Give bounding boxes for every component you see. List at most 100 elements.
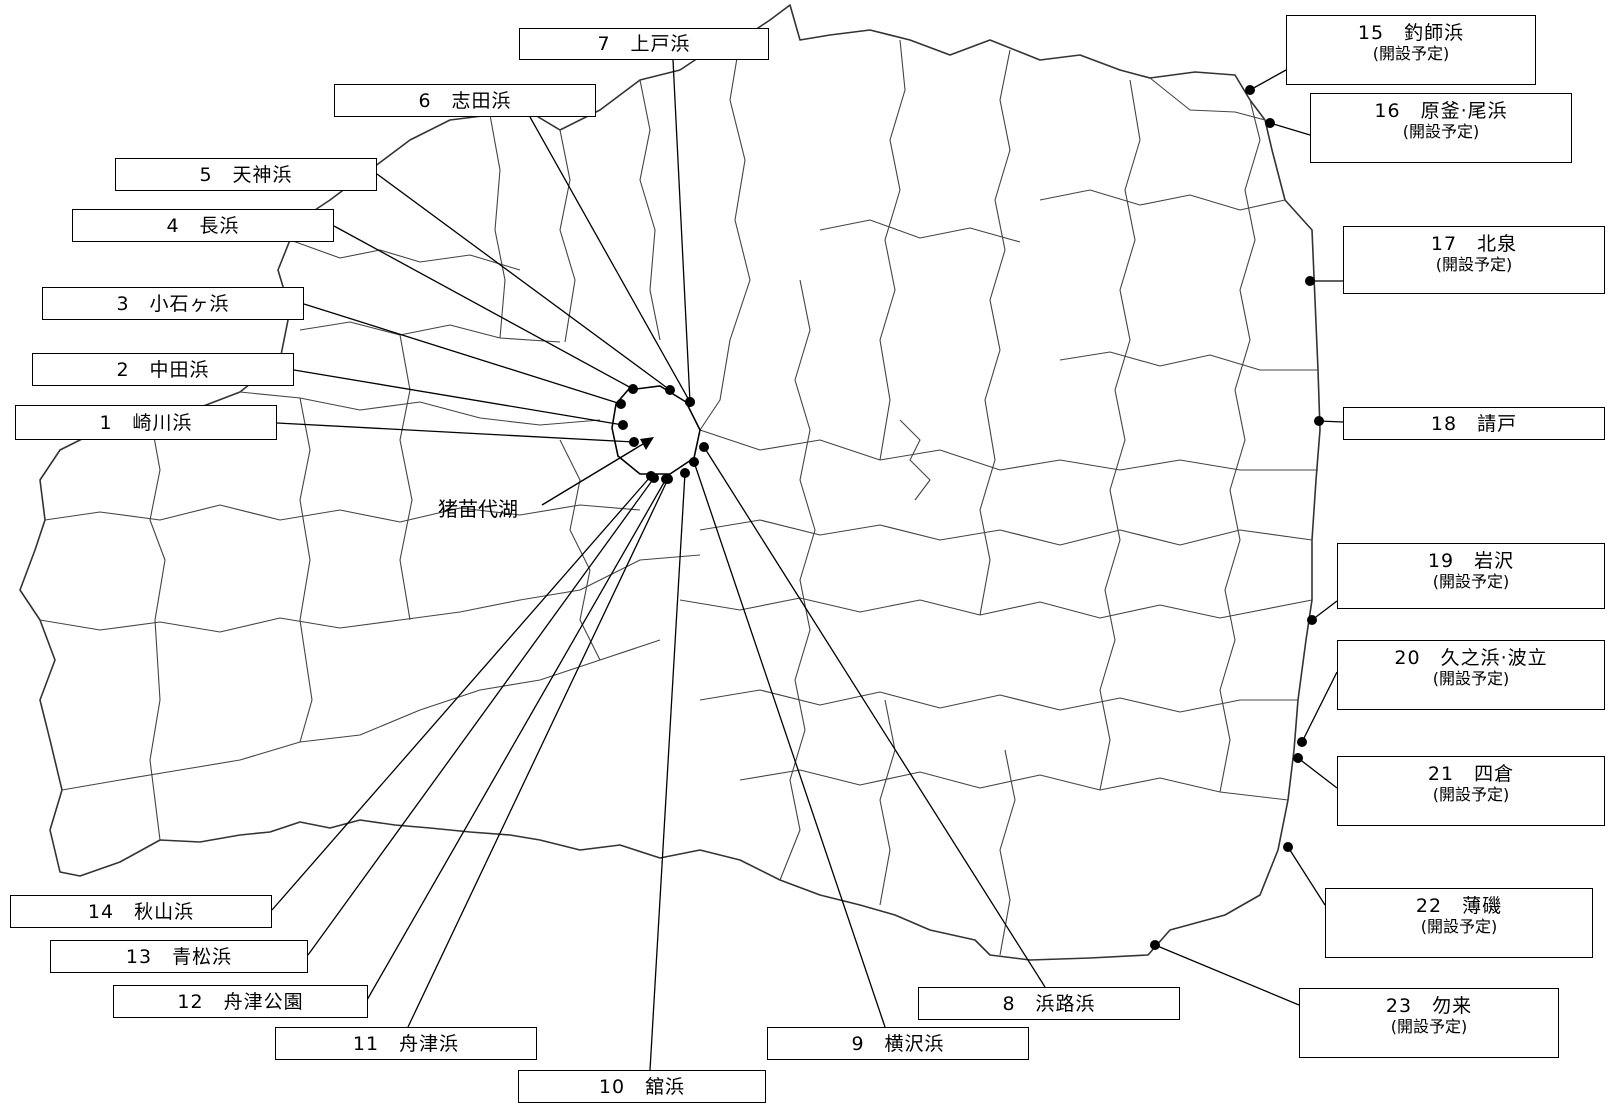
- beach-name: 16 原釜·尾浜: [1374, 100, 1508, 122]
- beach-marker-4: [628, 384, 638, 394]
- lake-name-label: 猪苗代湖: [438, 497, 518, 521]
- beach-label-19: 19 岩沢(開設予定): [1337, 543, 1605, 609]
- beach-label-4: 4 長浜: [72, 209, 334, 242]
- beach-label-13: 13 青松浜: [50, 940, 308, 973]
- beach-name: 19 岩沢: [1427, 550, 1515, 572]
- beach-name: 1 崎川浜: [99, 411, 193, 434]
- leader-line-15: [1249, 69, 1287, 91]
- beach-label-6: 6 志田浜: [334, 84, 596, 117]
- beach-marker-22: [1283, 842, 1293, 852]
- leader-line-22: [1287, 846, 1326, 906]
- leader-line-5: [376, 173, 671, 391]
- beach-label-15: 15 釣師浜(開設予定): [1286, 15, 1536, 85]
- leader-line-4: [333, 225, 634, 390]
- municipal-borders: [39, 39, 1318, 956]
- beach-status-note: (開設予定): [1420, 917, 1498, 936]
- beach-name: 5 天神浜: [199, 163, 293, 186]
- beach-marker-16: [1265, 118, 1275, 128]
- beach-name: 14 秋山浜: [87, 900, 195, 923]
- beach-marker-2: [618, 420, 628, 430]
- leader-line-16: [1269, 122, 1311, 136]
- beach-marker-18: [1314, 416, 1324, 426]
- beach-marker-15: [1245, 85, 1255, 95]
- beach-label-16: 16 原釜·尾浜(開設予定): [1310, 93, 1572, 163]
- beach-name: 10 舘浜: [598, 1075, 686, 1098]
- beach-label-14: 14 秋山浜: [10, 895, 272, 928]
- leader-line-3: [303, 303, 622, 405]
- beach-label-8: 8 浜路浜: [918, 987, 1180, 1020]
- leader-line-8: [703, 446, 1046, 988]
- beach-label-18: 18 請戸: [1343, 407, 1605, 440]
- beach-name: 23 勿来: [1385, 995, 1473, 1017]
- beach-marker-5: [665, 385, 675, 395]
- beach-name: 22 薄磯: [1415, 895, 1503, 917]
- beach-marker-3: [616, 399, 626, 409]
- beach-name: 11 舟津浜: [352, 1032, 460, 1055]
- beach-label-22: 22 薄磯(開設予定): [1325, 888, 1593, 958]
- beach-label-21: 21 四倉(開設予定): [1337, 756, 1605, 826]
- beach-name: 12 舟津公園: [177, 990, 304, 1013]
- beach-status-note: (開設予定): [1432, 572, 1510, 591]
- beach-marker-1: [629, 437, 639, 447]
- beach-marker-10: [680, 468, 690, 478]
- beach-name: 8 浜路浜: [1002, 992, 1096, 1015]
- beach-name: 15 釣師浜: [1357, 22, 1465, 44]
- beach-label-23: 23 勿来(開設予定): [1299, 988, 1559, 1058]
- beach-label-5: 5 天神浜: [115, 158, 377, 191]
- beach-marker-23: [1150, 940, 1160, 950]
- beach-name: 2 中田浜: [116, 358, 210, 381]
- leader-line-1: [276, 422, 635, 443]
- beach-status-note: (開設予定): [1390, 1017, 1468, 1036]
- lake-arrowhead: [640, 437, 654, 450]
- beach-name: 6 志田浜: [418, 89, 512, 112]
- beach-label-20: 20 久之浜·波立(開設予定): [1337, 640, 1605, 710]
- beach-name: 9 横沢浜: [851, 1032, 945, 1055]
- leader-line-13: [307, 477, 655, 956]
- beach-label-9: 9 横沢浜: [767, 1027, 1029, 1060]
- beach-label-12: 12 舟津公園: [113, 985, 368, 1018]
- lake-arrow: [541, 440, 649, 506]
- beach-label-11: 11 舟津浜: [275, 1027, 537, 1060]
- prefecture-outline: [19, 4, 1321, 961]
- beach-marker-21: [1293, 753, 1303, 763]
- beach-label-2: 2 中田浜: [32, 353, 294, 386]
- beach-label-1: 1 崎川浜: [15, 405, 277, 440]
- beach-name: 7 上戸浜: [597, 33, 691, 55]
- beach-marker-20: [1297, 737, 1307, 747]
- beach-name: 18 請戸: [1430, 412, 1518, 435]
- lake-inawashiro: [611, 385, 701, 475]
- leader-line-9: [693, 461, 886, 1028]
- beach-label-3: 3 小石ヶ浜: [42, 287, 304, 320]
- beach-status-note: (開設予定): [1432, 785, 1510, 804]
- leader-line-21: [1297, 757, 1338, 789]
- leader-line-19: [1311, 600, 1338, 621]
- beach-marker-19: [1307, 615, 1317, 625]
- leader-line-6: [529, 116, 691, 403]
- leader-line-2: [293, 369, 624, 426]
- beach-label-17: 17 北泉(開設予定): [1343, 226, 1605, 294]
- beach-name: 21 四倉: [1427, 763, 1515, 785]
- beach-marker-9: [689, 457, 699, 467]
- beach-marker-12: [661, 474, 671, 484]
- beach-status-note: (開設予定): [1432, 669, 1510, 688]
- beach-status-note: (開設予定): [1435, 255, 1513, 274]
- beach-label-10: 10 舘浜: [518, 1070, 766, 1103]
- beach-name: 13 青松浜: [125, 945, 233, 968]
- beach-name: 20 久之浜·波立: [1394, 647, 1548, 669]
- beach-marker-8: [699, 442, 709, 452]
- beach-name: 4 長浜: [166, 214, 240, 237]
- leader-line-7: [672, 59, 691, 403]
- beach-name: 3 小石ヶ浜: [116, 292, 230, 315]
- beach-status-note: (開設予定): [1402, 122, 1480, 141]
- beach-marker-7: [685, 397, 695, 407]
- leader-line-23: [1154, 944, 1300, 1006]
- leader-line-14: [271, 475, 652, 911]
- beach-name: 17 北泉: [1430, 233, 1518, 255]
- beach-marker-14: [646, 471, 656, 481]
- beach-status-note: (開設予定): [1372, 44, 1450, 63]
- leader-line-11: [407, 478, 669, 1028]
- beach-marker-17: [1305, 276, 1315, 286]
- leader-line-12: [366, 478, 667, 1001]
- leader-line-20: [1301, 671, 1338, 743]
